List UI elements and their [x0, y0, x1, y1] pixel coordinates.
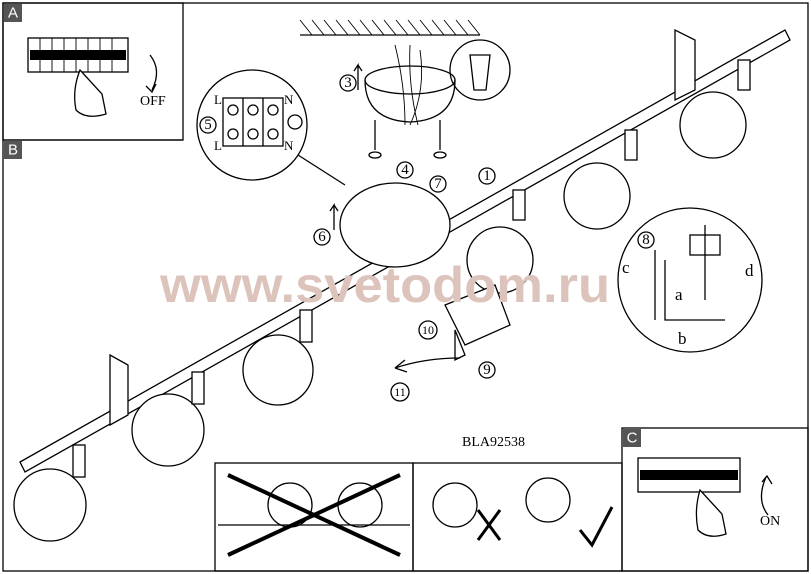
svg-text:11: 11	[394, 385, 406, 399]
wall-plug-detail	[449, 39, 511, 101]
hot-bulb-warning-panel	[412, 462, 623, 572]
step-11: 11	[390, 382, 410, 402]
svg-text:3: 3	[344, 75, 352, 91]
gu10-bulb	[444, 284, 511, 362]
live-label-top: L	[214, 92, 222, 107]
ceiling-hatching	[299, 19, 481, 36]
svg-text:9: 9	[483, 362, 491, 378]
off-label: OFF	[140, 94, 166, 109]
svg-text:4: 4	[401, 162, 409, 178]
model-code: BLA92538	[462, 435, 525, 450]
breaker-panel-icon	[637, 457, 741, 493]
panel-a: A OFF	[2, 2, 184, 141]
wires	[394, 44, 423, 126]
step-labels: 3 4 7 1 6 8 10 9 11	[313, 62, 655, 402]
step-1: 1	[478, 167, 496, 185]
svg-text:10: 10	[422, 323, 434, 337]
step-3: 3	[339, 74, 357, 92]
breaker-panel-icon	[27, 37, 129, 73]
svg-text:6: 6	[318, 229, 326, 245]
panel-a-label: A	[8, 5, 18, 22]
panel-c-label: C	[627, 430, 638, 447]
detail-letter-a: a	[675, 285, 683, 304]
panel-b-label: B	[8, 142, 18, 159]
svg-text:5: 5	[204, 117, 212, 133]
watermark: www.svetodom.ru	[159, 257, 610, 313]
step-4: 4	[396, 161, 414, 179]
detail-letter-d: d	[745, 261, 754, 280]
panel-c-label-box	[623, 429, 641, 447]
clamp-detail: c a d b	[617, 207, 763, 353]
rotate-arrow-icon	[760, 476, 769, 516]
check-icon	[578, 506, 614, 548]
live-label-bottom: L	[214, 138, 222, 153]
panel-a-label-box	[4, 4, 22, 22]
detail-letter-c: c	[622, 258, 630, 277]
hand-icon	[695, 488, 727, 537]
step-5: 5	[199, 116, 217, 134]
remove-arrow	[394, 357, 461, 369]
step-6: 6	[313, 228, 331, 246]
step-8: 8	[637, 231, 655, 249]
screw-icon	[368, 151, 382, 159]
ground-icon	[287, 114, 303, 130]
spotlights	[13, 28, 751, 542]
panel-b-label-box	[4, 141, 22, 159]
ceiling-canopy	[339, 182, 451, 268]
rotate-arrow-icon	[149, 54, 158, 91]
neutral-label-top: N	[284, 92, 294, 107]
screw-icon	[433, 151, 447, 159]
svg-text:7: 7	[434, 176, 442, 192]
step-10: 10	[418, 320, 438, 340]
svg-text:8: 8	[642, 232, 650, 248]
hand-icon	[74, 68, 107, 117]
neutral-label-bottom: N	[284, 138, 294, 153]
on-label: ON	[760, 514, 780, 529]
detail-letter-b: b	[678, 329, 687, 348]
panel-c: C ON	[621, 427, 809, 572]
svg-text:1: 1	[483, 168, 491, 184]
step-7: 7	[429, 175, 447, 193]
wrong-mounting-panel	[214, 462, 414, 572]
step-9: 9	[478, 361, 496, 379]
terminal-block-detail: 5 L L N N	[196, 69, 346, 186]
